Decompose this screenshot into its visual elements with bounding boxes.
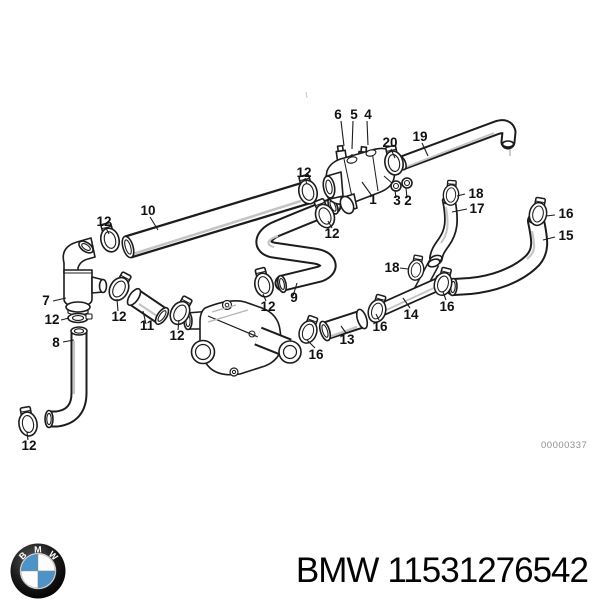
part-callout-20: 20 xyxy=(382,135,397,150)
hose-13 xyxy=(318,308,369,342)
nut-2 xyxy=(401,177,413,189)
part-callout-9: 9 xyxy=(290,290,298,305)
part-callout-18: 18 xyxy=(468,186,484,201)
logo-quarters xyxy=(20,553,56,589)
drawing-number-watermark: 00000337 xyxy=(541,440,588,451)
part-callout-12: 12 xyxy=(96,214,111,229)
part-callout-7: 7 xyxy=(42,293,50,308)
hose-17 xyxy=(429,194,459,265)
clamp-16 xyxy=(526,195,550,228)
part-callout-16: 16 xyxy=(439,299,455,314)
hose-8 xyxy=(44,326,88,429)
hose-11 xyxy=(126,287,170,326)
part-callout-19: 19 xyxy=(412,129,427,144)
part-callout-16: 16 xyxy=(558,206,574,221)
logo-letter-m: M xyxy=(34,544,42,554)
part-callout-12: 12 xyxy=(169,328,184,343)
elbow-pipe-7 xyxy=(62,237,108,316)
part-callout-12: 12 xyxy=(44,312,59,327)
part-callout-4: 4 xyxy=(364,107,372,122)
hose-15 xyxy=(445,212,549,297)
part-callout-6: 6 xyxy=(334,107,342,122)
part-callout-10: 10 xyxy=(140,203,155,218)
hose-10 xyxy=(121,181,313,259)
part-callout-18: 18 xyxy=(384,260,400,275)
part-callout-12: 12 xyxy=(324,226,339,241)
part-number: 11531276542 xyxy=(387,551,589,590)
clamp-16 xyxy=(295,313,323,347)
part-callout-1: 1 xyxy=(369,192,377,207)
part-callout-13: 13 xyxy=(339,332,355,347)
part-callout-15: 15 xyxy=(558,228,574,243)
part-callout-5: 5 xyxy=(350,107,358,122)
nut-3 xyxy=(390,180,402,192)
part-callout-12: 12 xyxy=(296,165,311,180)
part-callout-2: 2 xyxy=(404,193,412,208)
part-callout-12: 12 xyxy=(111,309,126,324)
part-callout-12: 12 xyxy=(21,438,36,453)
clamp-18 xyxy=(441,179,461,207)
stray-mark xyxy=(305,91,308,99)
callout-leader-lines xyxy=(26,120,556,441)
ring-12 xyxy=(67,312,93,324)
hose-9 xyxy=(255,197,342,294)
part-callout-16: 16 xyxy=(308,347,324,362)
bmw-logo: B M W xyxy=(6,543,70,600)
part-callout-3: 3 xyxy=(393,193,401,208)
part-callout-12: 12 xyxy=(260,299,275,314)
part-callout-17: 17 xyxy=(469,201,484,216)
water-pump xyxy=(183,299,302,377)
logo-letter-b: B xyxy=(17,550,29,562)
part-callout-14: 14 xyxy=(403,307,419,322)
part-callout-16: 16 xyxy=(372,319,388,334)
part-callout-11: 11 xyxy=(140,318,155,333)
brand-name: BMW xyxy=(295,551,380,590)
part-callout-8: 8 xyxy=(52,335,60,350)
